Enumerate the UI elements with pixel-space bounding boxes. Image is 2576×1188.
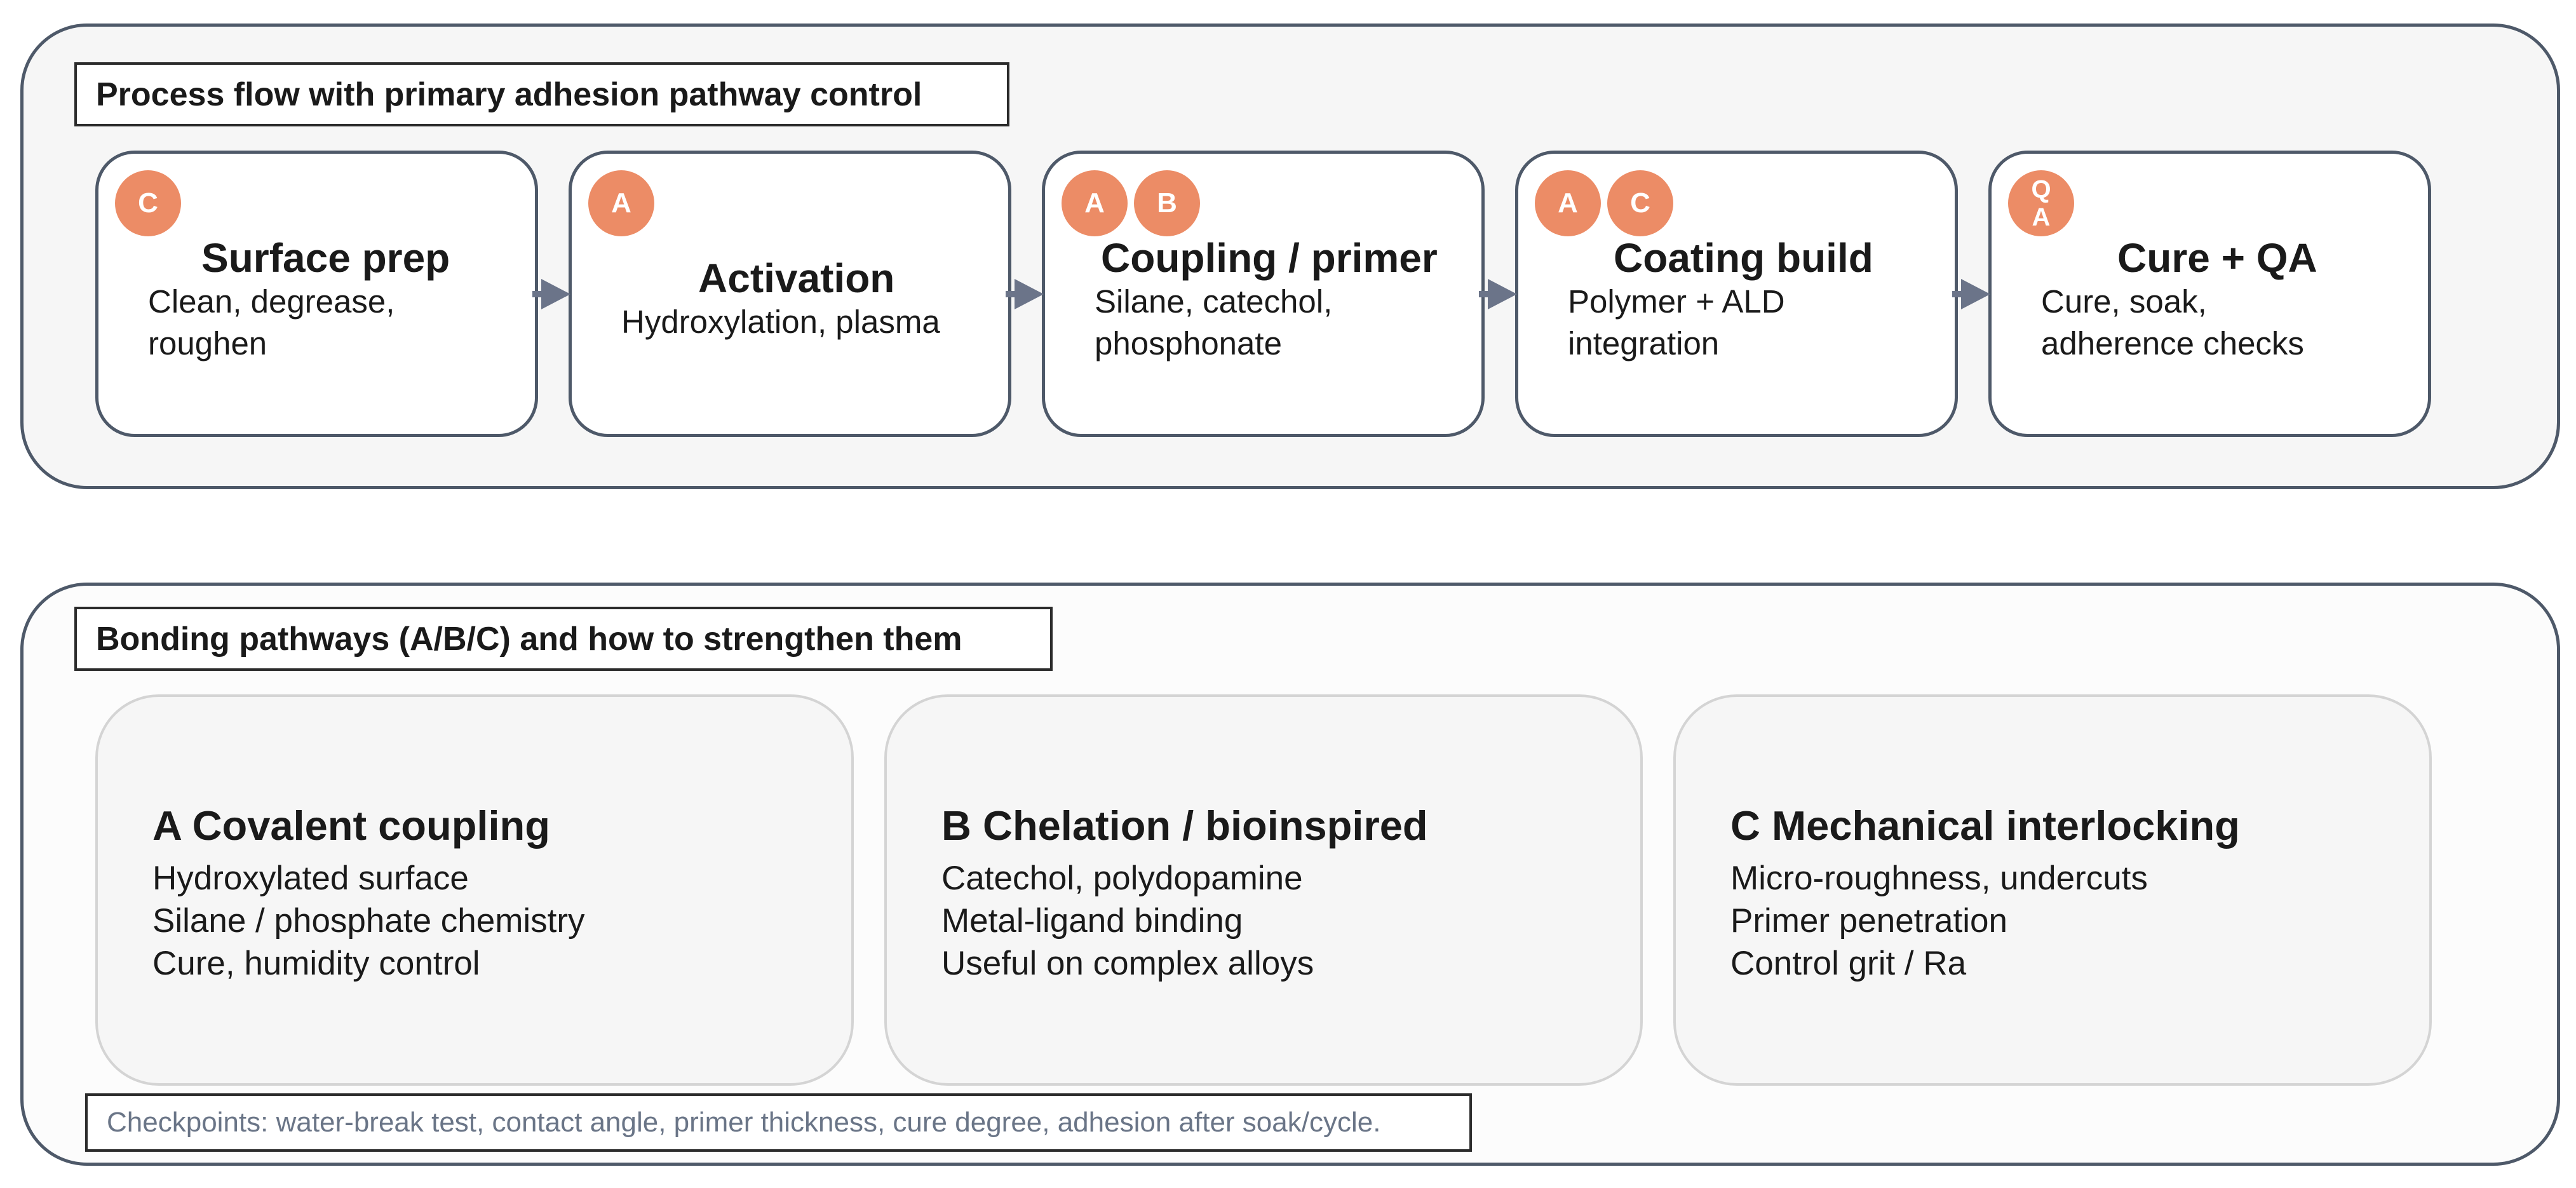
pathway-badge: A [1062,170,1128,236]
bonding-pathways-title: Bonding pathways (A/B/C) and how to stre… [74,607,1053,671]
step-title: Activation [698,255,895,301]
flow-arrow-icon [1952,279,1990,309]
pathway-card-covalent: A Covalent coupling Hydroxylated surface… [95,694,854,1086]
step-title: Coating build [1614,235,1873,281]
pathway-badge: Q A [2008,170,2074,236]
flow-arrow-icon [1479,279,1517,309]
step-title: Surface prep [201,235,450,281]
step-surface-prep: C Surface prep Clean, degrease, roughen [95,151,538,437]
step-coupling-primer: A B Coupling / primer Silane, catechol, … [1042,151,1485,437]
step-description: Cure, soak, adherence checks [2041,283,2304,361]
step-coating-build: A C Coating build Polymer + ALD integrat… [1515,151,1958,437]
process-flow-title: Process flow with primary adhesion pathw… [74,62,1009,126]
step-description: Silane, catechol, phosphonate [1095,283,1333,361]
step-description: Clean, degrease, roughen [148,283,395,361]
pathway-card-details: Hydroxylated surface Silane / phosphate … [152,860,585,982]
pathway-badge: A [588,170,654,236]
flow-arrow-icon [1006,279,1044,309]
pathway-card-title: A Covalent coupling [152,802,550,849]
pathway-card-details: Catechol, polydopamine Metal-ligand bind… [941,860,1314,982]
step-cure-qa: Q A Cure + QA Cure, soak, adherence chec… [1988,151,2431,437]
pathway-card-details: Micro-roughness, undercuts Primer penetr… [1730,860,2148,982]
step-activation: A Activation Hydroxylation, plasma [569,151,1011,437]
pathway-card-chelation: B Chelation / bioinspired Catechol, poly… [884,694,1643,1086]
checkpoints-note: Checkpoints: water-break test, contact a… [85,1093,1472,1152]
flow-arrow-icon [532,279,570,309]
pathway-badge: B [1134,170,1200,236]
pathway-badge: C [115,170,181,236]
pathway-badge: C [1607,170,1673,236]
step-description: Hydroxylation, plasma [621,304,940,340]
step-description: Polymer + ALD integration [1568,283,1785,361]
step-title: Cure + QA [2117,235,2317,281]
pathway-card-mechanical: C Mechanical interlocking Micro-roughnes… [1673,694,2432,1086]
pathway-badge: A [1535,170,1601,236]
pathway-card-title: C Mechanical interlocking [1730,802,2240,849]
step-title: Coupling / primer [1101,235,1438,281]
pathway-card-title: B Chelation / bioinspired [941,802,1428,849]
